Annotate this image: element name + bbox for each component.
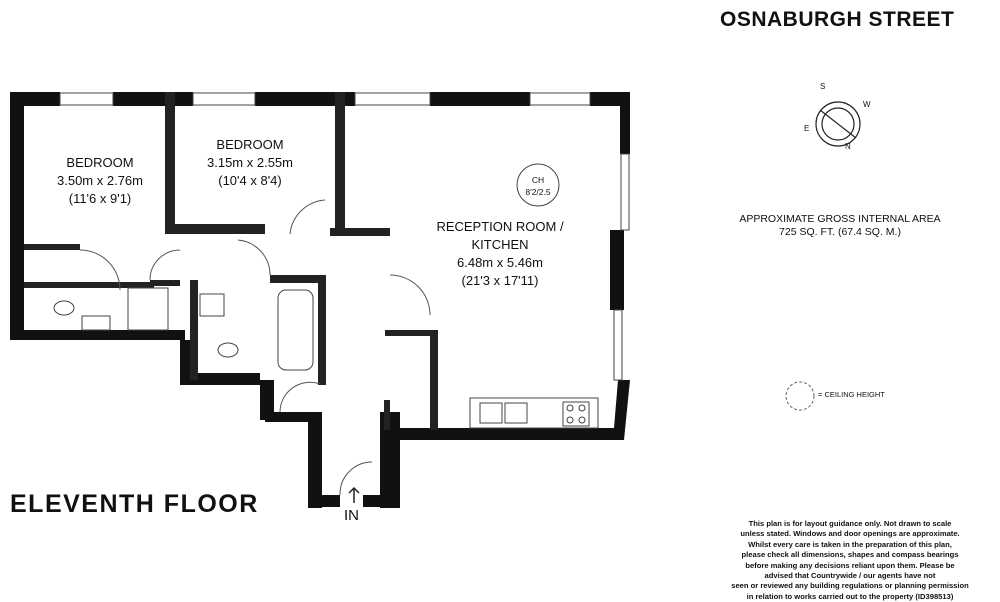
room-name: BEDROOM xyxy=(66,155,134,170)
area-line-1: APPROXIMATE GROSS INTERNAL AREA xyxy=(739,213,941,225)
ch-value: 8'2/2.5 xyxy=(525,187,551,197)
fixtures xyxy=(53,287,599,429)
entrance-label: IN xyxy=(344,507,359,524)
area-summary: APPROXIMATE GROSS INTERNAL AREA 725 SQ. … xyxy=(700,213,980,239)
room-size-metric: 3.15m x 2.55m xyxy=(207,155,293,170)
basin-2 xyxy=(199,293,225,317)
room-reception-kitchen: RECEPTION ROOM / KITCHEN 6.48m x 5.46m (… xyxy=(410,218,590,290)
bathtub xyxy=(277,289,314,371)
disclaimer-line: in relation to works carried out to the … xyxy=(746,591,954,601)
disclaimer-line: advised that Countrywide / our agents ha… xyxy=(764,571,936,581)
room-bedroom-1: BEDROOM 3.50m x 2.76m (11'6 x 9'1) xyxy=(40,154,160,208)
ch-label: CH xyxy=(531,175,545,185)
kitchen-counter xyxy=(469,397,599,429)
room-name: BEDROOM xyxy=(216,137,284,152)
toilet-1 xyxy=(53,300,75,316)
basin-1 xyxy=(81,315,111,331)
entrance-arrow xyxy=(348,486,360,503)
ceiling-height-label: CH 8'2/2.5 xyxy=(513,174,563,198)
disclaimer-line: before making any decisions reliant upon… xyxy=(745,560,955,570)
room-name: RECEPTION ROOM / xyxy=(436,219,564,234)
compass xyxy=(815,101,861,147)
ceiling-legend: = CEILING HEIGHT xyxy=(818,390,885,399)
disclaimer-line: Whilst every care is taken in the prepar… xyxy=(748,539,952,549)
windows xyxy=(59,92,630,381)
ceiling-height-marker xyxy=(516,163,560,207)
sink-2 xyxy=(504,402,528,424)
inner-walls xyxy=(24,92,438,430)
shower-tray xyxy=(127,287,169,331)
room-size-imperial: (11'6 x 9'1) xyxy=(68,191,132,206)
compass-n: N xyxy=(845,142,851,151)
room-bedroom-2: BEDROOM 3.15m x 2.55m (10'4 x 8'4) xyxy=(190,136,310,190)
sink-1 xyxy=(479,402,503,424)
floor-label: ELEVENTH FLOOR xyxy=(10,490,259,518)
ceiling-legend-symbol xyxy=(785,381,815,411)
disclaimer: This plan is for layout guidance only. N… xyxy=(700,519,1000,602)
room-size-imperial: (10'4 x 8'4) xyxy=(218,173,282,188)
hob xyxy=(562,401,590,427)
area-line-2: 725 SQ. FT. (67.4 SQ. M.) xyxy=(779,226,901,238)
street-title: OSNABURGH STREET xyxy=(720,8,955,31)
compass-s: S xyxy=(820,82,826,91)
room-size-metric: 3.50m x 2.76m xyxy=(57,173,143,188)
outer-walls xyxy=(10,92,630,508)
compass-e: E xyxy=(804,124,810,133)
disclaimer-line: please check all dimensions, shapes and … xyxy=(741,550,959,560)
disclaimer-line: seen or reviewed any building regulation… xyxy=(731,581,969,591)
disclaimer-line: This plan is for layout guidance only. N… xyxy=(748,519,952,528)
room-name-line2: KITCHEN xyxy=(471,237,529,252)
disclaimer-line: unless stated. Windows and door openings… xyxy=(740,529,960,539)
door-swings xyxy=(79,199,431,496)
toilet-2 xyxy=(217,342,239,358)
room-size-metric: 6.48m x 5.46m xyxy=(457,255,543,270)
room-size-imperial: (21'3 x 17'11) xyxy=(461,273,539,288)
compass-w: W xyxy=(863,100,871,109)
